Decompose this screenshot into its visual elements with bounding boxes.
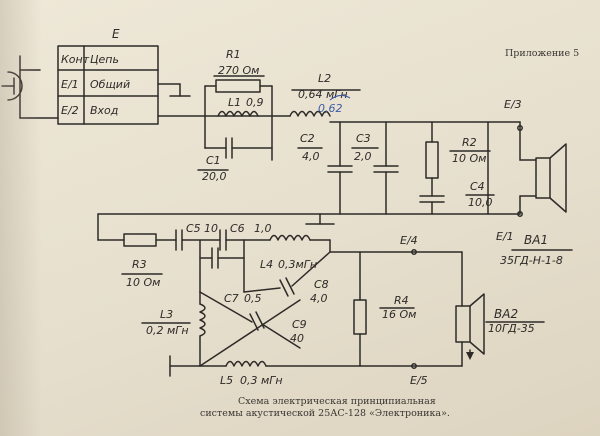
connector-table: E Конт Цепь E/1 Общий E/2 Вход <box>57 27 159 125</box>
capacitor-c3-group: C3 2,0 <box>351 121 399 215</box>
terminal-e5: E/5 <box>410 374 428 387</box>
r4-value: 16 Ом <box>382 308 416 321</box>
speaker-ba1: E/3 E/1 ВА1 35ГД-Н-1-8 <box>496 98 573 267</box>
c4-ref: C4 <box>470 180 485 193</box>
speaker-ba2: E/4 E/5 ВА2 10ГД-35 <box>400 234 545 387</box>
capacitor-c2-group: C2 4,0 <box>297 121 353 215</box>
l5-value: 0,3 мГн <box>240 374 283 387</box>
r3-value: 10 Ом <box>126 276 160 289</box>
ba1-ref: ВА1 <box>524 233 548 247</box>
ground-stub <box>157 83 191 97</box>
ground-symbol-1 <box>305 213 335 225</box>
ground-symbol-2 <box>169 355 201 377</box>
l2-ref: L2 <box>318 72 331 85</box>
inductor-l4-group: L4 0,3мГн <box>260 234 331 271</box>
caption-line-1: Схема электрическая принципиальная <box>238 396 436 407</box>
c5-value: 10 <box>204 222 218 235</box>
inductor-l4 <box>269 234 311 241</box>
r2-ref: R2 <box>462 136 477 149</box>
resistor-r4 <box>353 299 367 335</box>
resistor-r4-group: R4 16 Ом <box>353 251 416 367</box>
blue-annotation-mark <box>329 94 351 101</box>
l1-value: 0,9 <box>246 96 264 109</box>
l1-ref: L1 <box>228 96 241 109</box>
ba2-ref: ВА2 <box>494 307 518 321</box>
c4-value: 10,0 <box>468 196 493 209</box>
l2-value: 0,64 мГн <box>298 88 348 101</box>
resistor-r2 <box>425 141 439 179</box>
terminal-e4: E/4 <box>400 234 418 247</box>
connector-table-header: E <box>112 27 120 41</box>
inductor-l5 <box>225 360 267 367</box>
table-row-signal: Общий <box>90 78 130 91</box>
r1-ref: R1 <box>226 48 241 61</box>
l4-value: 0,3мГн <box>278 258 317 271</box>
c1-ref: C1 <box>206 154 221 167</box>
c3-ref: C3 <box>356 132 371 145</box>
capacitor-c9-group: C9 40 <box>199 291 307 367</box>
table-row-pin: Конт <box>61 53 90 66</box>
c9-value: 40 <box>290 332 304 345</box>
inductor-l3-group: L3 0,2 мГн <box>141 291 206 367</box>
table-row-signal: Цепь <box>90 53 119 66</box>
inductor-l2-group: L2 0,64 мГн 0,62 <box>289 72 361 117</box>
resistor-r1 <box>215 79 261 93</box>
c2-ref: C2 <box>300 132 315 145</box>
l3-ref: L3 <box>160 308 173 321</box>
appendix-label: Приложение 5 <box>505 48 579 59</box>
table-row-signal: Вход <box>90 104 118 117</box>
resistor-r3-group: R3 10 Ом <box>121 233 177 289</box>
capacitor-c8-group: C8 4,0 <box>243 251 331 305</box>
c8-ref: C8 <box>314 278 329 291</box>
terminal-e1: E/1 <box>496 230 514 243</box>
l3-value: 0,2 мГн <box>146 324 189 337</box>
ba1-model: 35ГД-Н-1-8 <box>500 254 563 267</box>
capacitor-c6-group: C6 1,0 <box>219 222 272 251</box>
l5-ref: L5 <box>220 374 233 387</box>
c7-ref: C7 <box>224 292 239 305</box>
l4-ref: L4 <box>260 258 273 271</box>
c5-ref: C5 <box>186 222 201 235</box>
table-row-pin: E/1 <box>61 78 79 91</box>
input-socket <box>1 55 59 119</box>
inductor-l3 <box>199 303 206 337</box>
table-row-pin: E/2 <box>61 104 79 117</box>
c1-value: 20,0 <box>202 170 227 183</box>
c2-value: 4,0 <box>302 150 320 163</box>
c6-ref: C6 <box>230 222 245 235</box>
capacitor-c5-group: C5 10 <box>175 222 221 251</box>
inductor-l1 <box>217 110 259 117</box>
c8-value: 4,0 <box>310 292 328 305</box>
resistor-r3 <box>123 233 157 247</box>
r2-value: 10 Ом <box>452 152 486 165</box>
r3-ref: R3 <box>132 258 147 271</box>
terminal-e3: E/3 <box>504 98 522 111</box>
inductor-l5-group: L5 0,3 мГн <box>199 360 463 387</box>
c9-ref: C9 <box>292 318 307 331</box>
r1-l1-network: R1 270 Ом L1 0,9 C1 20,0 <box>197 48 273 183</box>
c6-value: 1,0 <box>254 222 272 235</box>
c7-value: 0,5 <box>244 292 262 305</box>
ba2-model: 10ГД-35 <box>488 322 535 335</box>
capacitor-c7-group: C7 0,5 <box>199 247 262 305</box>
inductor-l2 <box>289 110 331 117</box>
caption-line-2: системы акустической 25АС-128 «Электрони… <box>200 408 450 419</box>
r4-ref: R4 <box>394 294 409 307</box>
r1-value: 270 Ом <box>218 64 259 77</box>
r2-c4-network: R2 10 Ом C4 10,0 <box>419 121 495 215</box>
blue-annotation: 0,62 <box>318 102 343 115</box>
c3-value: 2,0 <box>354 150 372 163</box>
